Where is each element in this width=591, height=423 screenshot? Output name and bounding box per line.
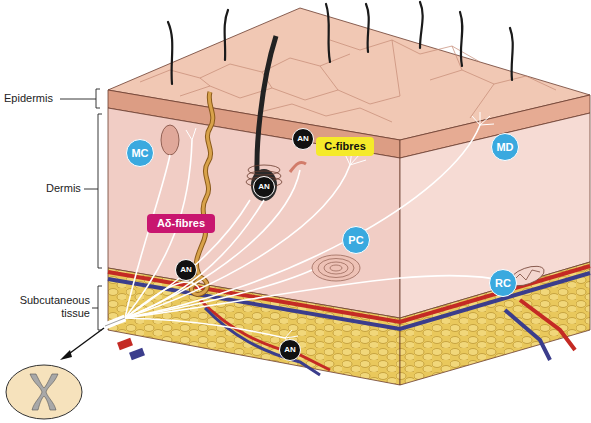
ending-circle: AN	[253, 176, 275, 198]
ending-circle: AN	[292, 128, 314, 150]
node-text: MC	[131, 148, 148, 159]
node-text: C-fibres	[324, 141, 366, 152]
node-text: RC	[495, 278, 511, 289]
shape-fill	[176, 260, 197, 281]
node-text: AN	[258, 183, 270, 191]
ending-circle: AN	[279, 339, 301, 361]
layer-label: Epidermis	[4, 92, 62, 105]
ending-circle: AN	[175, 259, 197, 281]
layer-label: Dermis	[46, 182, 86, 195]
shape-fill	[343, 227, 370, 254]
shape-fill	[490, 270, 517, 297]
node-text: AN	[284, 346, 296, 354]
shape-fill	[147, 214, 215, 233]
node-text: MD	[496, 142, 513, 153]
shape-fill	[492, 134, 519, 161]
shape-fill	[316, 137, 374, 156]
receptor-circle: PC	[342, 226, 370, 254]
node-text: AN	[180, 266, 192, 274]
layer-label: Subcutaneous tissue	[4, 294, 90, 319]
node-text: PC	[348, 235, 363, 246]
node-text: AN	[297, 135, 309, 143]
shape-fill	[293, 129, 314, 150]
node-text: Aδ-fibres	[157, 218, 205, 229]
fibre-tag: C-fibres	[316, 137, 374, 156]
shape-fill	[254, 177, 275, 198]
fibre-tag: Aδ-fibres	[147, 214, 215, 233]
shape-fill	[280, 340, 301, 361]
receptor-circle: RC	[489, 269, 517, 297]
receptor-circle: MD	[491, 133, 519, 161]
shape-fill	[127, 140, 154, 167]
receptor-circle: MC	[126, 139, 154, 167]
